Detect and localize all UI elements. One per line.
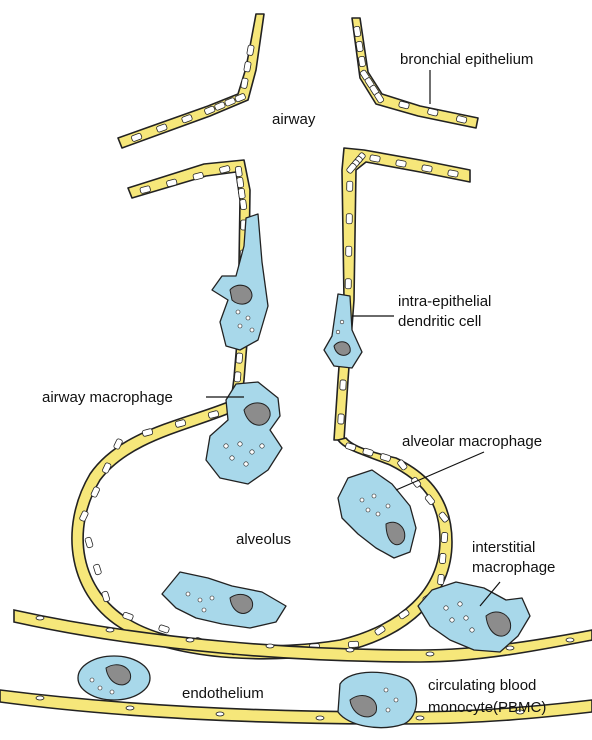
label-airway-macrophage: airway macrophage [42,389,173,406]
epithelial-cell [241,78,249,89]
endothelial-nucleus [36,696,44,700]
endothelial-nucleus [126,706,134,710]
epithelial-cell [85,537,94,548]
epithelial-cell [158,624,169,633]
epithelial-cell [437,574,444,584]
endothelial-nucleus [416,716,424,720]
epithelial-cell [346,214,352,224]
alveolar-macrophage [338,470,416,558]
label-interstitial: interstitial [472,539,535,556]
epithelial-cell [247,45,255,56]
epithelial-cell [441,532,448,542]
endothelial-nucleus [426,652,434,656]
epithelial-cell [346,246,352,256]
epithelial-cell [234,372,241,383]
label-dendritic-cell: dendritic cell [398,313,481,330]
endothelial-nucleus [216,712,224,716]
bronchial-wall-upper-right [352,18,478,128]
label-monocyte-pbmc: monocyte(PBMC) [428,699,546,716]
endothelial-nucleus [36,616,44,620]
label-macrophage: macrophage [472,559,555,576]
epithelial-cell [345,279,351,289]
label-alveolar-macrophage: alveolar macrophage [402,433,542,450]
epithelial-cell [439,553,446,563]
label-circulating-blood: circulating blood [428,677,536,694]
epithelial-cell [236,353,243,364]
epithelial-cell [235,166,242,177]
epithelial-cell [244,61,252,72]
monocyte-left [78,656,150,700]
endothelial-nucleus [266,644,274,648]
label-intra-epithelial: intra-epithelial [398,293,491,310]
endothelial-nucleus [186,638,194,642]
epithelial-cell [358,56,366,67]
endothelial-nucleus [506,646,514,650]
endothelial-nucleus [106,628,114,632]
epithelial-cell [348,641,358,648]
epithelial-cell [353,26,361,37]
epithelial-cell [356,41,364,52]
alveolar-macrophage-lower [162,572,286,628]
dendritic-cell-right [324,294,362,368]
endothelial-nucleus [566,638,574,642]
epithelial-cell [93,564,102,575]
label-alveolus: alveolus [236,531,291,548]
label-bronchial-epithelium: bronchial epithelium [400,51,533,68]
epithelial-cell [237,177,244,188]
epithelial-cell [340,380,347,390]
endothelial-nucleus [346,648,354,652]
epithelial-cell [338,414,345,424]
epithelial-cell [238,188,245,199]
epithelial-cell [240,199,247,210]
interstitial-macrophage [418,582,530,652]
monocyte-center [338,672,417,727]
label-airway: airway [272,111,316,128]
label-endothelium: endothelium [182,685,264,702]
epithelial-cell [345,442,356,451]
endothelial-nucleus [316,716,324,720]
epithelial-cell [347,181,353,191]
